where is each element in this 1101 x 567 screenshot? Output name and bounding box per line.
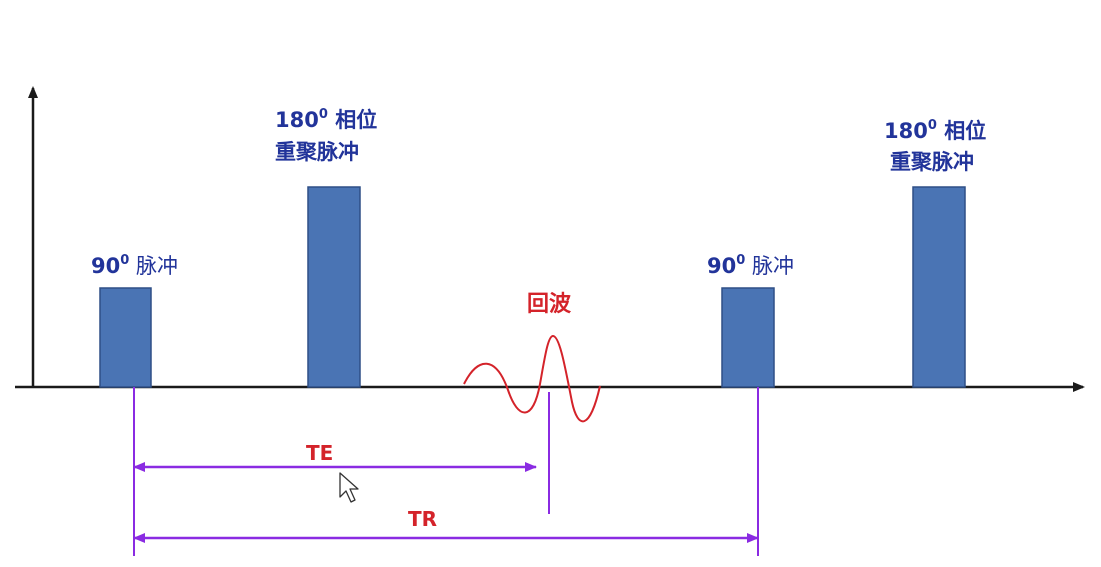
pulse-180-label-first: 1800 相位 xyxy=(275,107,377,132)
echo-waveform xyxy=(463,334,601,423)
pulse-90-first xyxy=(99,287,152,388)
pulse-180-label-second-line2: 重聚脉冲 xyxy=(890,150,974,174)
pulse-180-label-second: 1800 相位 xyxy=(884,118,986,143)
pulse-90-label-first: 900 脉冲 xyxy=(91,253,178,278)
mouse-pointer-icon xyxy=(339,472,359,503)
pulse-90-label-second: 900 脉冲 xyxy=(707,253,794,278)
te-label: TE xyxy=(306,441,333,465)
tr-label: TR xyxy=(408,507,437,531)
echo-label: 回波 xyxy=(527,292,572,317)
pulse-180-first xyxy=(307,186,361,388)
pulse-180-second xyxy=(912,186,966,388)
pulse-180-label-first-line2: 重聚脉冲 xyxy=(275,140,359,164)
pulse-90-second xyxy=(721,287,775,388)
